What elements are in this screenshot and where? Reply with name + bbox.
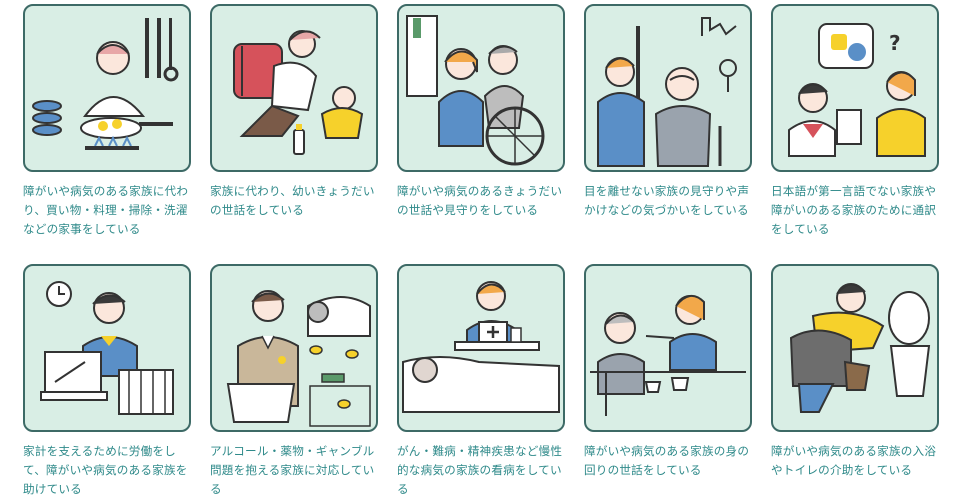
addiction-support-icon bbox=[226, 290, 371, 427]
tile bbox=[210, 4, 378, 172]
tile bbox=[397, 264, 565, 432]
card-feeding: 障がいや病気のある家族の身の回りの世話をしている bbox=[584, 264, 752, 480]
caption: 障がいや病気のあるきょうだいの世話や見守りをしている bbox=[397, 184, 563, 217]
caption: アルコール・薬物・ギャンブル問題を抱える家族に対応している bbox=[210, 444, 375, 496]
caption: 障がいや病気のある家族に代わり、買い物・料理・掃除・洗濯などの家事をしている bbox=[23, 184, 189, 236]
card-bathing: 障がいや病気のある家族の入浴やトイレの介助をしている bbox=[771, 264, 939, 480]
tile bbox=[23, 264, 191, 432]
watching-over-elderly-icon bbox=[597, 17, 737, 167]
card-working: 家計を支えるために労働をして、障がいや病気のある家族を助けている bbox=[23, 264, 191, 499]
card-interpreting: ? 日本語が第一言語でない家族や障がいのある家族のために通訳をしている bbox=[771, 4, 939, 239]
cooking-housework-icon bbox=[32, 18, 179, 150]
bathing-toilet-assist-icon bbox=[789, 283, 931, 413]
caption: がん・難病・精神疾患など慢性的な病気の家族の看病をしている bbox=[397, 444, 563, 496]
caption: 障がいや病気のある家族の身の回りの世話をしている bbox=[584, 444, 750, 477]
caption: 家計を支えるために労働をして、障がいや病気のある家族を助けている bbox=[23, 444, 188, 496]
caption: 家族に代わり、幼いきょうだいの世話をしている bbox=[210, 184, 375, 217]
card-wheelchair: 障がいや病気のあるきょうだいの世話や見守りをしている bbox=[397, 4, 565, 220]
tile bbox=[397, 4, 565, 172]
nursing-care-icon bbox=[402, 281, 560, 413]
caption: 障がいや病気のある家族の入浴やトイレの介助をしている bbox=[771, 444, 937, 477]
card-nursing: がん・難病・精神疾患など慢性的な病気の家族の看病をしている bbox=[397, 264, 565, 499]
svg-text:?: ? bbox=[889, 31, 901, 55]
tile: ? bbox=[771, 4, 939, 172]
card-housework: 障がいや病気のある家族に代わり、買い物・料理・掃除・洗濯などの家事をしている bbox=[23, 4, 191, 239]
tile bbox=[210, 264, 378, 432]
tile bbox=[23, 4, 191, 172]
card-childcare: 家族に代わり、幼いきょうだいの世話をしている bbox=[210, 4, 378, 220]
feeding-care-icon bbox=[590, 295, 746, 416]
card-watching: 目を離せない家族の見守りや声かけなどの気づかいをしている bbox=[584, 4, 752, 220]
tile bbox=[584, 264, 752, 432]
tile bbox=[771, 264, 939, 432]
card-addiction: アルコール・薬物・ギャンブル問題を抱える家族に対応している bbox=[210, 264, 378, 499]
working-icon bbox=[40, 281, 174, 415]
tile bbox=[584, 4, 752, 172]
caption: 目を離せない家族の見守りや声かけなどの気づかいをしている bbox=[584, 184, 750, 217]
wheelchair-care-icon bbox=[406, 15, 545, 166]
interpreting-icon: ? bbox=[788, 23, 926, 157]
caption: 日本語が第一言語でない家族や障がいのある家族のために通訳をしている bbox=[771, 184, 937, 236]
childcare-icon bbox=[233, 30, 364, 155]
